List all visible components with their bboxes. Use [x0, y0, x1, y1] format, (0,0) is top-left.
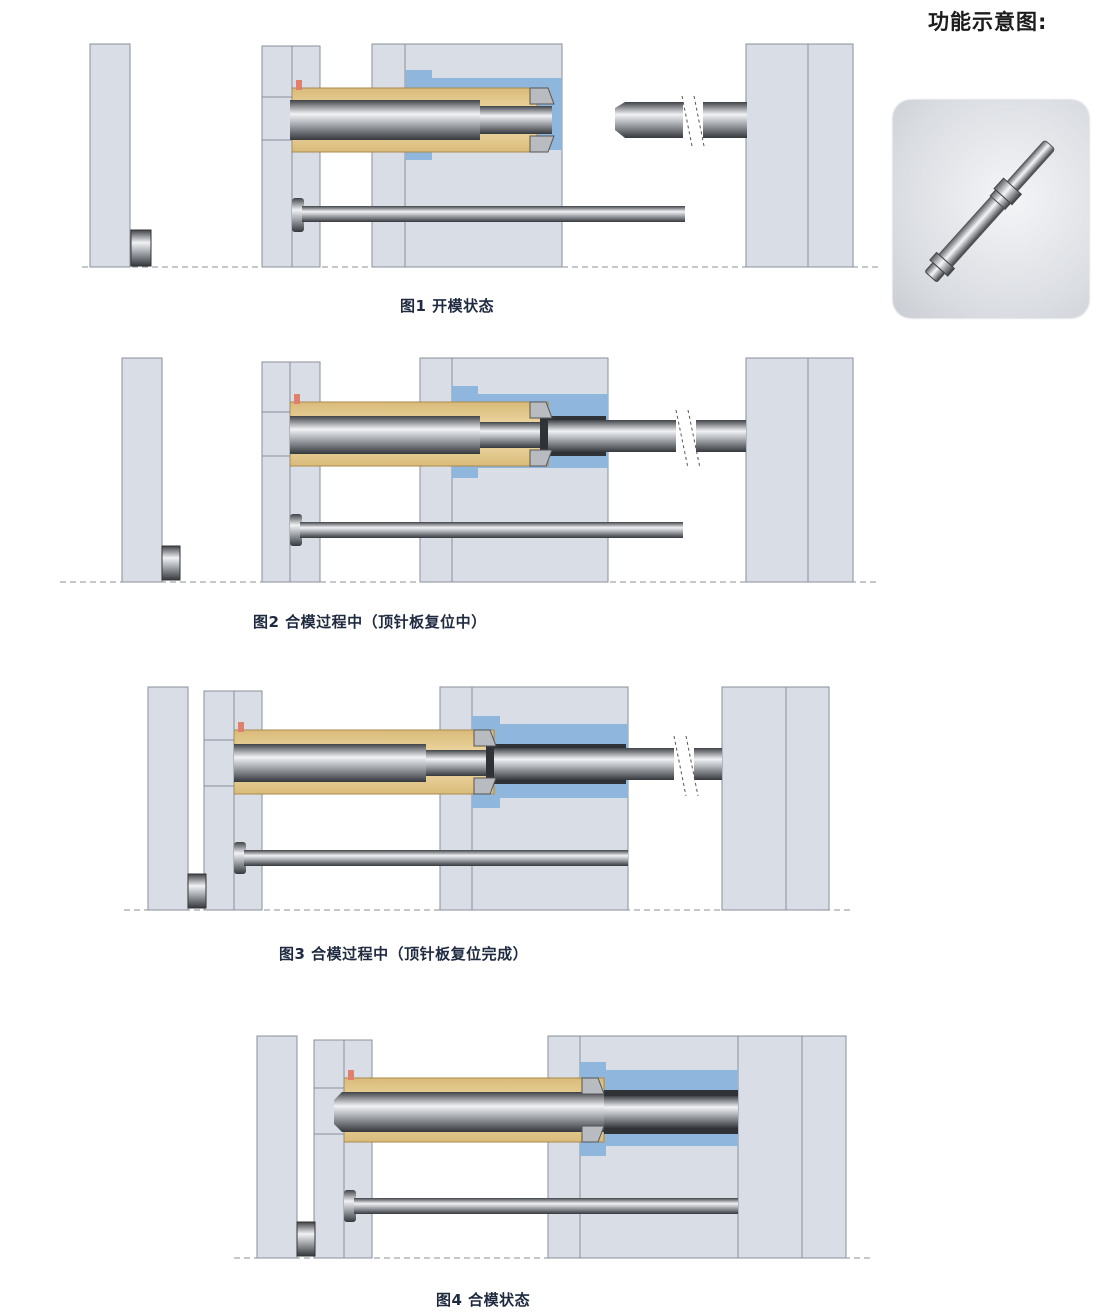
figure-1-caption: 图1 开模状态	[400, 297, 495, 315]
reset-pin-tip	[480, 106, 552, 134]
figure-2-diagram	[60, 357, 880, 583]
ejector-plate-left	[261, 45, 293, 268]
ejector-reset-pin-icon	[925, 140, 1055, 282]
figure-2: 图2 合模过程中（顶针板复位中）	[0, 330, 1100, 640]
ejector-retainer-plate	[89, 43, 131, 268]
stop-pin	[130, 229, 152, 267]
figure-1: 图1 开模状态	[0, 0, 1100, 330]
ejector-pin	[302, 206, 685, 222]
page-title: 功能示意图:	[928, 10, 1048, 34]
figure-1-diagram	[82, 43, 880, 268]
figure-4: 图4 合模状态	[0, 990, 1100, 1316]
figure-3-diagram	[124, 686, 850, 911]
fixed-clamp-plate	[807, 43, 854, 268]
drive-rod	[615, 102, 683, 138]
figure-4-caption: 图4 合模状态	[436, 1291, 531, 1309]
product-photo	[893, 100, 1089, 318]
figure-3: 图3 合模过程中（顶针板复位完成）	[0, 640, 1100, 970]
ejector-pin-head	[292, 198, 304, 232]
figure-4-diagram	[234, 1035, 870, 1259]
figure-3-caption: 图3 合模过程中（顶针板复位完成）	[279, 945, 529, 963]
moving-mold-plate	[371, 43, 563, 268]
figure-2-caption: 图2 合模过程中（顶针板复位中）	[253, 613, 487, 631]
reset-pin-body	[290, 100, 480, 140]
ejector-plate-right	[291, 45, 321, 268]
fixed-mold-plate	[745, 43, 809, 268]
